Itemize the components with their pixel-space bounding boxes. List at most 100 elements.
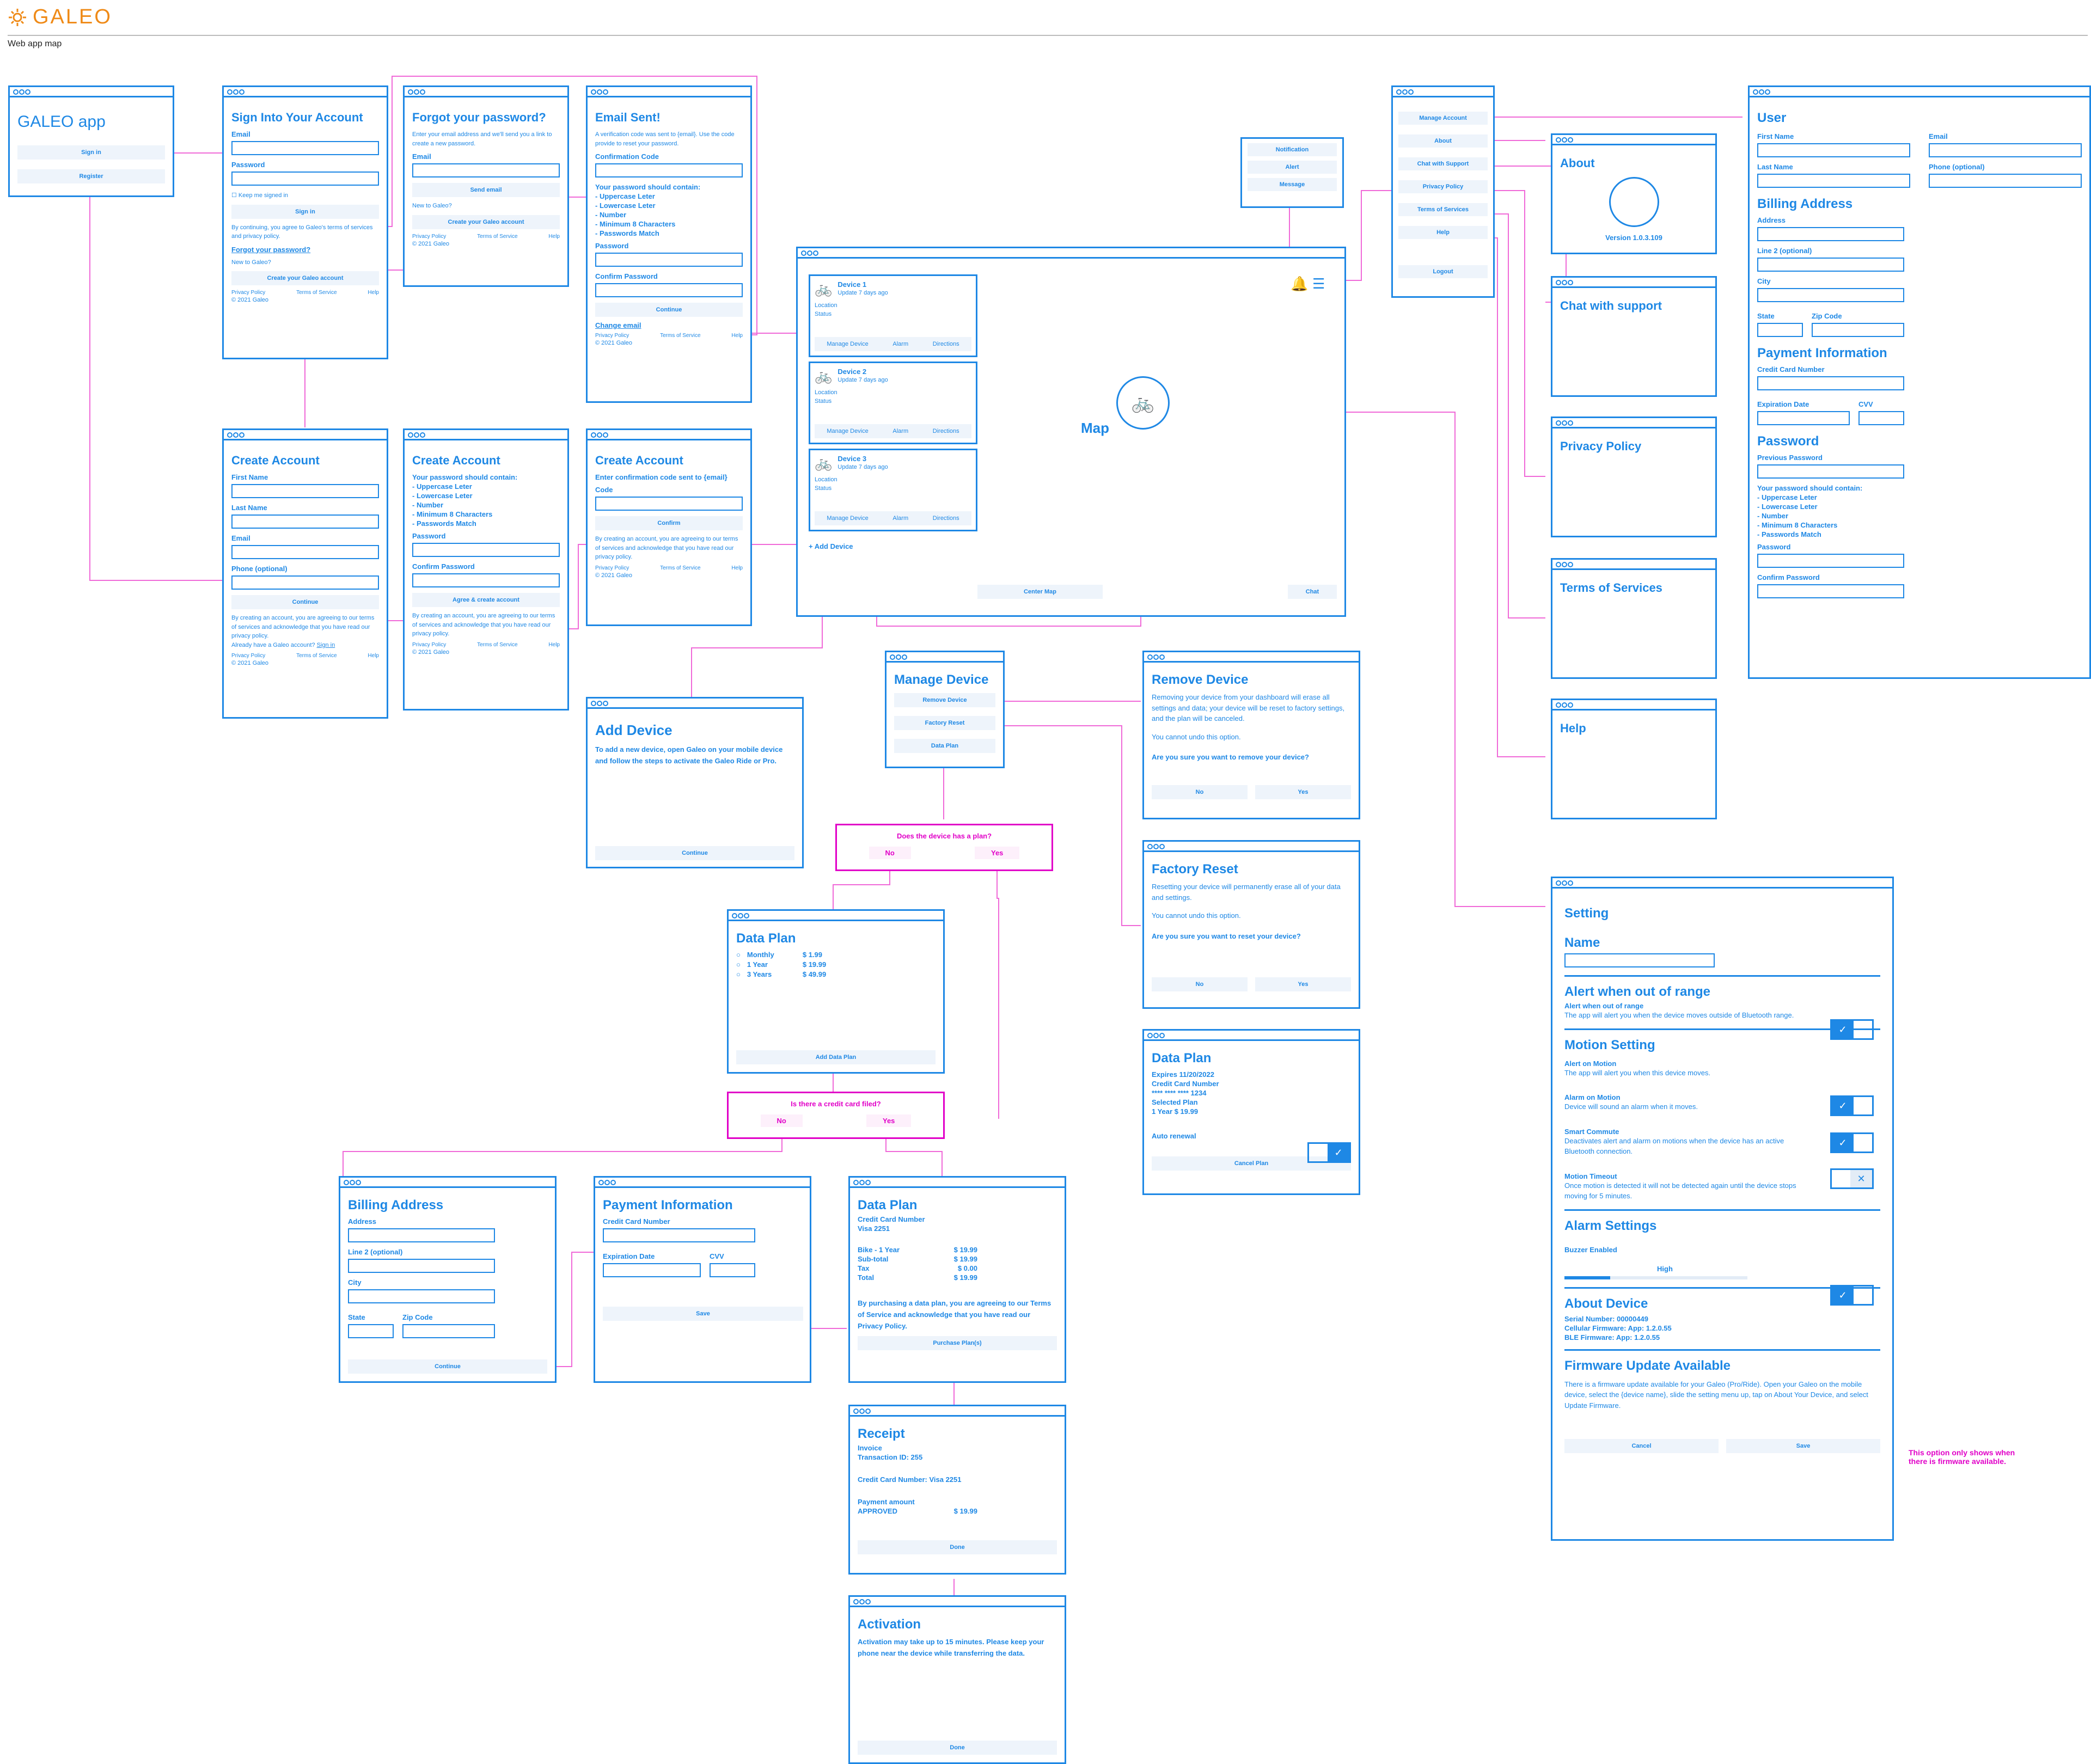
continue-button[interactable]: Continue — [231, 595, 379, 609]
help-link[interactable]: Help — [368, 653, 379, 659]
save-button[interactable]: Save — [603, 1307, 803, 1321]
aom-toggle[interactable]: ✓ — [1830, 1095, 1874, 1116]
cancel-button[interactable]: Cancel — [1564, 1439, 1719, 1453]
no-button[interactable]: No — [1152, 977, 1248, 991]
factory-reset-button[interactable]: Factory Reset — [894, 716, 995, 730]
menu-about[interactable]: About — [1398, 134, 1488, 148]
alm-toggle[interactable]: ✓ — [1830, 1132, 1874, 1153]
cc-field[interactable] — [603, 1228, 755, 1242]
keep-signed-in-checkbox[interactable]: ☐ Keep me signed in — [231, 192, 289, 199]
address-field[interactable] — [348, 1228, 495, 1242]
plan-option[interactable]: ○3 Years$ 49.99 — [736, 970, 936, 978]
cvv-field[interactable] — [710, 1263, 755, 1277]
privacy-link[interactable]: Privacy Policy — [595, 333, 629, 339]
yes-button[interactable]: Yes — [1255, 785, 1351, 799]
help-link[interactable]: Help — [368, 290, 379, 296]
message-item[interactable]: Message — [1248, 178, 1337, 191]
expiration-field[interactable] — [1757, 411, 1850, 425]
bell-icon[interactable]: 🔔 — [1291, 275, 1309, 292]
continue-button[interactable]: Continue — [348, 1359, 547, 1374]
plan-option[interactable]: ○1 Year$ 19.99 — [736, 960, 936, 969]
chat-button[interactable]: Chat — [1288, 585, 1337, 599]
no-button[interactable]: No — [1152, 785, 1248, 799]
email-field[interactable] — [231, 141, 379, 155]
address-field[interactable] — [1757, 227, 1904, 241]
email-field[interactable] — [231, 545, 379, 559]
add-device-link[interactable]: + Add Device — [809, 542, 853, 550]
continue-button[interactable]: Continue — [595, 303, 743, 317]
alarm-button[interactable]: Alarm — [892, 428, 909, 434]
zip-field[interactable] — [1812, 323, 1904, 337]
menu-terms[interactable]: Terms of Services — [1398, 203, 1488, 216]
email-field[interactable] — [1929, 143, 2082, 157]
agree-create-button[interactable]: Agree & create account — [412, 593, 560, 607]
remove-device-button[interactable]: Remove Device — [894, 693, 995, 707]
alarm-button[interactable]: Alarm — [892, 515, 909, 522]
privacy-link[interactable]: Privacy Policy — [412, 641, 447, 648]
map-pin-icon[interactable]: 🚲 — [1116, 376, 1170, 430]
privacy-link[interactable]: Privacy Policy — [231, 290, 266, 296]
plan-option[interactable]: ○Monthly$ 1.99 — [736, 951, 936, 959]
terms-link[interactable]: Terms of Service — [477, 233, 518, 240]
password-field[interactable] — [1757, 554, 1904, 568]
manage-device-button[interactable]: Manage Device — [827, 515, 869, 522]
confirm-password-field[interactable] — [412, 573, 560, 587]
cc-field[interactable] — [1757, 376, 1904, 390]
save-button[interactable]: Save — [1726, 1439, 1880, 1453]
previous-password-field[interactable] — [1757, 464, 1904, 479]
menu-icon[interactable]: ☰ — [1312, 275, 1325, 292]
oor-toggle[interactable]: ✓ — [1830, 1019, 1874, 1040]
code-field[interactable] — [595, 497, 743, 511]
signin-button[interactable]: Sign in — [17, 145, 165, 160]
cvv-field[interactable] — [1858, 411, 1904, 425]
terms-link[interactable]: Terms of Service — [296, 653, 337, 659]
password-field[interactable] — [231, 171, 379, 186]
terms-link[interactable]: Terms of Service — [660, 565, 701, 571]
state-field[interactable] — [1757, 323, 1803, 337]
menu-help[interactable]: Help — [1398, 226, 1488, 239]
confirm-password-field[interactable] — [595, 283, 743, 297]
menu-manage-account[interactable]: Manage Account — [1398, 112, 1488, 125]
last-name-field[interactable] — [231, 514, 379, 529]
name-field[interactable] — [1564, 953, 1715, 967]
last-name-field[interactable] — [1757, 174, 1910, 188]
city-field[interactable] — [1757, 288, 1904, 302]
code-field[interactable] — [595, 163, 743, 177]
terms-link[interactable]: Terms of Service — [296, 290, 337, 296]
change-email-link[interactable]: Change email — [595, 321, 641, 329]
directions-button[interactable]: Directions — [932, 515, 959, 522]
first-name-field[interactable] — [231, 484, 379, 498]
line2-field[interactable] — [348, 1259, 495, 1273]
first-name-field[interactable] — [1757, 143, 1910, 157]
city-field[interactable] — [348, 1289, 495, 1303]
notification-item[interactable]: Notification — [1248, 143, 1337, 156]
buzzer-toggle[interactable]: ✓ — [1830, 1285, 1874, 1306]
password-field[interactable] — [412, 543, 560, 557]
volume-slider[interactable] — [1564, 1276, 1747, 1279]
phone-field[interactable] — [1929, 174, 2082, 188]
center-map-button[interactable]: Center Map — [977, 585, 1103, 599]
menu-privacy[interactable]: Privacy Policy — [1398, 180, 1488, 193]
directions-button[interactable]: Directions — [932, 428, 959, 434]
manage-device-button[interactable]: Manage Device — [827, 341, 869, 347]
auto-renewal-toggle[interactable]: ✓ — [1307, 1142, 1351, 1163]
privacy-link[interactable]: Privacy Policy — [231, 653, 266, 659]
manage-device-button[interactable]: Manage Device — [827, 428, 869, 434]
terms-link[interactable]: Terms of Service — [477, 641, 518, 648]
done-button[interactable]: Done — [858, 1540, 1057, 1554]
zip-field[interactable] — [402, 1324, 495, 1338]
signin-button[interactable]: Sign in — [231, 204, 379, 219]
directions-button[interactable]: Directions — [932, 341, 959, 347]
create-account-button[interactable]: Create your Galeo account — [231, 271, 379, 285]
signin-link[interactable]: Sign in — [316, 641, 335, 648]
help-link[interactable]: Help — [548, 233, 560, 240]
cancel-plan-button[interactable]: Cancel Plan — [1152, 1156, 1351, 1171]
help-link[interactable]: Help — [731, 565, 743, 571]
confirm-button[interactable]: Confirm — [595, 516, 743, 530]
email-field[interactable] — [412, 163, 560, 177]
send-email-button[interactable]: Send email — [412, 183, 560, 197]
help-link[interactable]: Help — [548, 641, 560, 648]
